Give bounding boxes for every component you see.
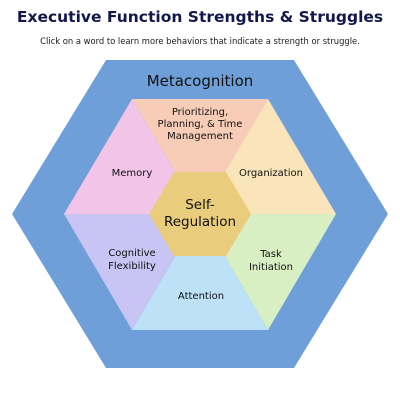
prioritizing-label-line3[interactable]: Management [167, 131, 233, 142]
organization-label[interactable]: Organization [239, 168, 303, 179]
prioritizing-label-line2[interactable]: Planning, & Time [158, 119, 243, 130]
page-title: Executive Function Strengths & Struggles [16, 8, 384, 26]
self-regulation-label-line2[interactable]: Regulation [164, 214, 236, 230]
organization-triangle[interactable] [200, 99, 336, 214]
memory-segment[interactable]: Memory [64, 99, 200, 214]
self-regulation-hexagon[interactable] [149, 172, 251, 256]
self-regulation-segment[interactable]: Self- Regulation [149, 172, 251, 256]
organization-segment[interactable]: Organization [200, 99, 336, 214]
task-initiation-label-line2[interactable]: Initiation [249, 262, 293, 273]
prioritizing-label-line1[interactable]: Prioritizing, [172, 107, 228, 118]
cognitive-flexibility-label-line1[interactable]: Cognitive [108, 248, 155, 259]
metacognition-label[interactable]: Metacognition [147, 72, 254, 90]
attention-segment[interactable]: Attention [132, 214, 268, 330]
task-initiation-triangle[interactable] [200, 214, 336, 330]
self-regulation-label-line1[interactable]: Self- [185, 197, 215, 213]
attention-label[interactable]: Attention [178, 291, 224, 302]
task-initiation-segment[interactable]: Task Initiation [200, 214, 336, 330]
cognitive-flexibility-segment[interactable]: Cognitive Flexibility [64, 214, 200, 330]
attention-triangle[interactable] [132, 214, 268, 330]
task-initiation-label-line1[interactable]: Task [259, 249, 282, 260]
memory-triangle[interactable] [64, 99, 200, 214]
cognitive-flexibility-triangle[interactable] [64, 214, 200, 330]
page-subtitle: Click on a word to learn more behaviors … [40, 36, 360, 46]
prioritizing-planning-triangle[interactable] [132, 99, 268, 214]
cognitive-flexibility-label-line2[interactable]: Flexibility [108, 261, 156, 272]
prioritizing-planning-segment[interactable]: Prioritizing, Planning, & Time Managemen… [132, 99, 268, 214]
memory-label[interactable]: Memory [112, 168, 153, 179]
